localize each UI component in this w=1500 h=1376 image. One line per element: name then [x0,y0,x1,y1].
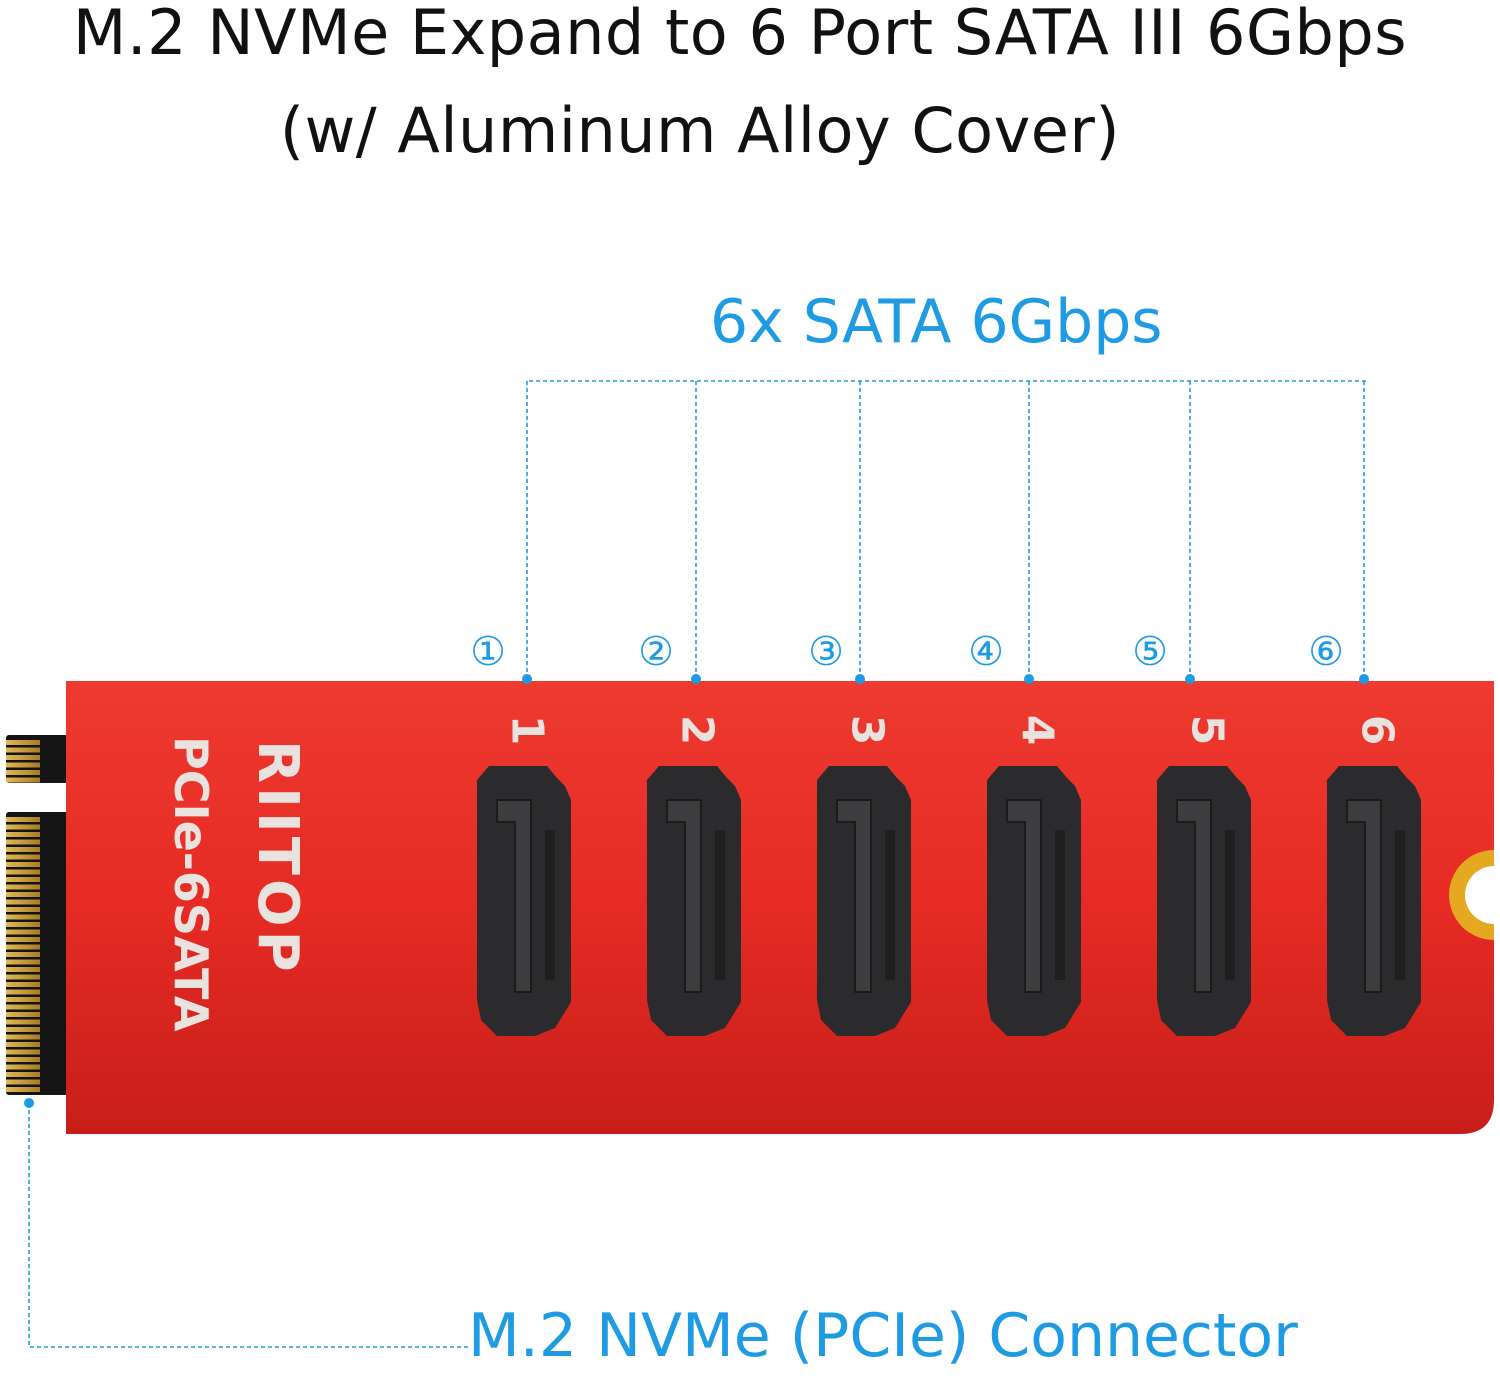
leader-dot-port-2 [691,674,701,684]
gold-contact [6,1057,40,1062]
sata-port-6[interactable] [1327,766,1421,1036]
gold-contact [6,854,40,860]
gold-contact [6,839,40,845]
gold-contact [6,892,40,897]
gold-contact [6,989,40,995]
gold-contact [6,974,40,980]
gold-contact [6,777,40,783]
port-callout-number-5: ⑤ [1132,629,1168,675]
sata-latch-slot [715,830,725,980]
gold-contact [6,747,40,753]
leader-dot-port-1 [522,674,532,684]
gold-contact [6,740,40,745]
gold-contact [6,1034,40,1040]
port-number-label-2: 2 [672,715,723,746]
sata-key-blade [1346,799,1382,993]
port-number-label-5: 5 [1182,715,1233,746]
sata-key-blade [496,799,532,993]
sata-key-blade [1006,799,1042,993]
gold-contact [6,907,40,912]
gold-contact [6,967,40,972]
port-callout-number-4: ④ [968,629,1004,675]
gold-contact [6,847,40,852]
sata-key-blade [1176,799,1212,993]
gold-contact [6,1064,40,1070]
gold-contact [6,824,40,830]
port-callout-number-2: ② [638,629,674,675]
gold-contact [6,762,40,768]
aluminum-cover: RIITOP PCIe-6SATA [66,681,1494,1134]
gold-contact [6,959,40,965]
gold-contact [6,862,40,867]
gold-contact [6,832,40,837]
sata-leader-lines [526,380,1366,677]
gold-contact [6,817,40,822]
sata-latch-slot [1055,830,1065,980]
sata-port-2[interactable] [647,766,741,1036]
sata-key-blade [666,799,702,993]
gold-contact [6,944,40,950]
port-number-label-6: 6 [1352,715,1403,746]
gold-contact [6,1079,40,1085]
gold-contact [6,770,40,775]
sata-port-5[interactable] [1157,766,1251,1036]
page-title-line-1: M.2 NVMe Expand to 6 Port SATA III 6Gbps [72,0,1408,69]
gold-contact [6,1012,40,1017]
gold-contact [6,899,40,905]
m2-connector-callout: M.2 NVMe (PCIe) Connector [468,1301,1298,1371]
leader-dot-port-4 [1024,674,1034,684]
gold-contact [6,1087,40,1092]
gold-contact [6,1019,40,1025]
gold-contact [6,952,40,957]
gold-contact [6,1004,40,1010]
leader-dot-port-5 [1185,674,1195,684]
leader-dot-port-6 [1359,674,1369,684]
gold-contact [6,884,40,890]
gold-contact [6,877,40,882]
gold-contact [6,1072,40,1077]
m2-edge-connector [6,735,68,1095]
gold-contact [6,1049,40,1055]
port-number-label-1: 1 [502,715,553,746]
port-number-label-3: 3 [842,715,893,746]
gold-contact [6,937,40,942]
gold-contact [6,869,40,875]
gold-contact [6,1027,40,1032]
port-callout-number-3: ③ [808,629,844,675]
connector-leader-line [24,1098,470,1348]
sata-latch-slot [885,830,895,980]
brand-logo-text: RIITOP [245,740,310,976]
page-title-line-2: (w/ Aluminum Alloy Cover) [279,94,1121,167]
sata-port-1[interactable] [477,766,571,1036]
port-number-label-4: 4 [1012,715,1063,746]
sata-port-3[interactable] [817,766,911,1036]
sata-ports-callout: 6x SATA 6Gbps [710,287,1163,357]
model-name-text: PCIe-6SATA [164,736,218,1032]
sata-latch-slot [1225,830,1235,980]
leader-dot-port-3 [855,674,865,684]
gold-contact [6,982,40,987]
sata-latch-slot [545,830,555,980]
gold-contact [6,922,40,927]
port-callout-number-1: ① [470,629,506,675]
gold-contact [6,914,40,920]
gold-contact [6,997,40,1002]
sata-key-blade [836,799,872,993]
sata-latch-slot [1395,830,1405,980]
gold-contact [6,1042,40,1047]
sata-port-4[interactable] [987,766,1081,1036]
gold-contact [6,755,40,760]
port-callout-number-6: ⑥ [1308,629,1344,675]
gold-contact [6,929,40,935]
